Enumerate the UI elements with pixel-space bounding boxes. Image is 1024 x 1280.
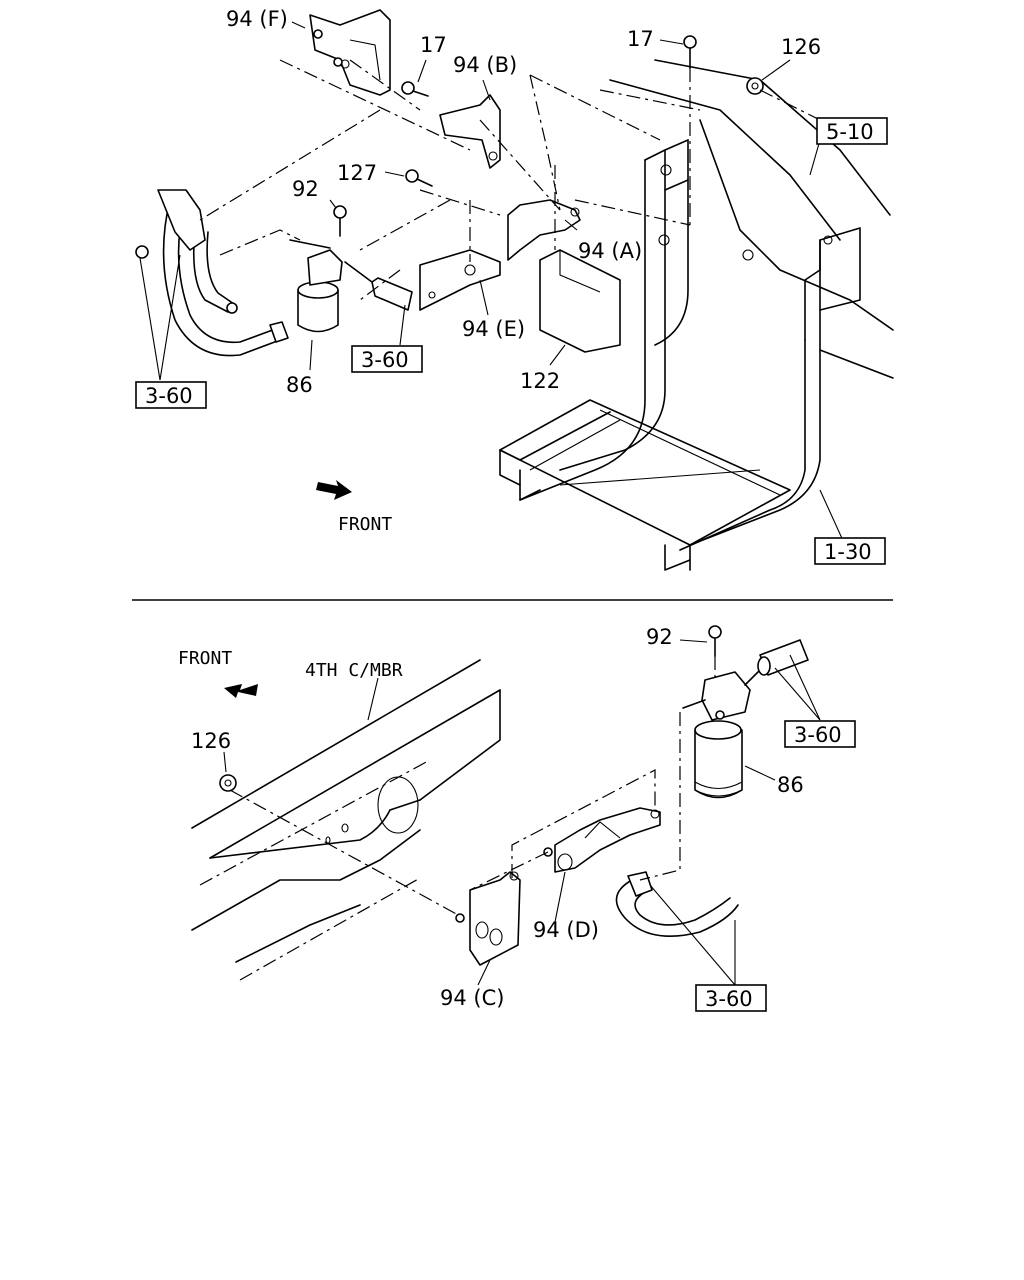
bolt-17-left xyxy=(401,81,429,97)
label-92-top: 92 xyxy=(292,177,319,201)
bolt-127 xyxy=(405,169,433,187)
bracket-94f xyxy=(309,9,391,96)
chassis-frame-rail xyxy=(609,59,894,379)
label-92-bottom: 92 xyxy=(646,625,673,649)
label-94e: 94 (E) xyxy=(462,317,525,341)
label-4th-cmbr: 4TH C/MBR xyxy=(305,660,403,681)
ref-1-30-text: 1-30 xyxy=(824,540,872,564)
leader-lines-bottom xyxy=(229,656,716,917)
label-94d: 94 (D) xyxy=(533,918,599,942)
cover-122 xyxy=(539,249,621,353)
label-94b: 94 (B) xyxy=(453,53,517,77)
ref-box-3-60-upper[interactable]: 3-60 xyxy=(784,720,856,748)
step-bracket xyxy=(519,139,861,551)
label-86-bottom: 86 xyxy=(777,773,804,797)
bracket-94e xyxy=(419,249,501,311)
ref-box-3-60-center[interactable]: 3-60 xyxy=(351,345,423,373)
fuel-hose-lower xyxy=(615,871,739,937)
bracket-94d xyxy=(554,807,661,873)
crossmember-4th xyxy=(191,659,501,981)
ref-box-3-60-lower[interactable]: 3-60 xyxy=(695,984,767,1012)
front-arrow-top xyxy=(316,480,352,500)
label-front-top: FRONT xyxy=(338,514,392,535)
bolt-17-right xyxy=(683,35,697,69)
label-94a: 94 (A) xyxy=(578,239,642,263)
ref-3-60-left-text: 3-60 xyxy=(145,384,193,408)
label-122: 122 xyxy=(520,369,560,393)
label-94c: 94 (C) xyxy=(440,986,504,1010)
ref-3-60-upper-text: 3-60 xyxy=(794,723,842,747)
label-126-bottom: 126 xyxy=(191,729,231,753)
label-94f: 94 (F) xyxy=(226,7,288,31)
nut-left-small xyxy=(135,245,149,259)
ref-3-60-lower-text: 3-60 xyxy=(705,987,753,1011)
label-front-bottom: FRONT xyxy=(178,648,232,669)
label-86-top: 86 xyxy=(286,373,313,397)
label-126-top: 126 xyxy=(781,35,821,59)
bracket-94c xyxy=(469,871,521,966)
bolt-92-top xyxy=(333,205,347,237)
label-127: 127 xyxy=(337,161,377,185)
ref-3-60-center-text: 3-60 xyxy=(361,348,409,372)
label-17-right: 17 xyxy=(627,27,654,51)
nut-126-top xyxy=(746,77,764,95)
ref-box-1-30[interactable]: 1-30 xyxy=(814,537,886,565)
fuel-filter-86-top xyxy=(289,239,413,333)
fuel-filter-86-bottom xyxy=(682,669,761,799)
top-view: 94 (F) 17 94 (B) 17 126 127 92 94 (A) 94… xyxy=(135,7,894,571)
bottom-view: FRONT 4TH C/MBR 126 92 86 94 (D) 94 (C) … xyxy=(178,625,856,1012)
ref-box-5-10[interactable]: 5-10 xyxy=(816,117,888,145)
label-17-left: 17 xyxy=(420,33,447,57)
fuel-hose-upper-right xyxy=(757,639,809,676)
nut-126-bottom xyxy=(219,774,237,792)
bracket-94b xyxy=(439,94,501,169)
front-arrow-bottom xyxy=(224,684,258,698)
ref-5-10-text: 5-10 xyxy=(826,120,874,144)
ref-box-3-60-left[interactable]: 3-60 xyxy=(135,381,207,409)
bracket-94a xyxy=(507,199,581,261)
step-tread xyxy=(499,399,791,571)
bolt-92-bottom xyxy=(708,625,722,657)
fuel-hoses-top xyxy=(157,189,289,357)
